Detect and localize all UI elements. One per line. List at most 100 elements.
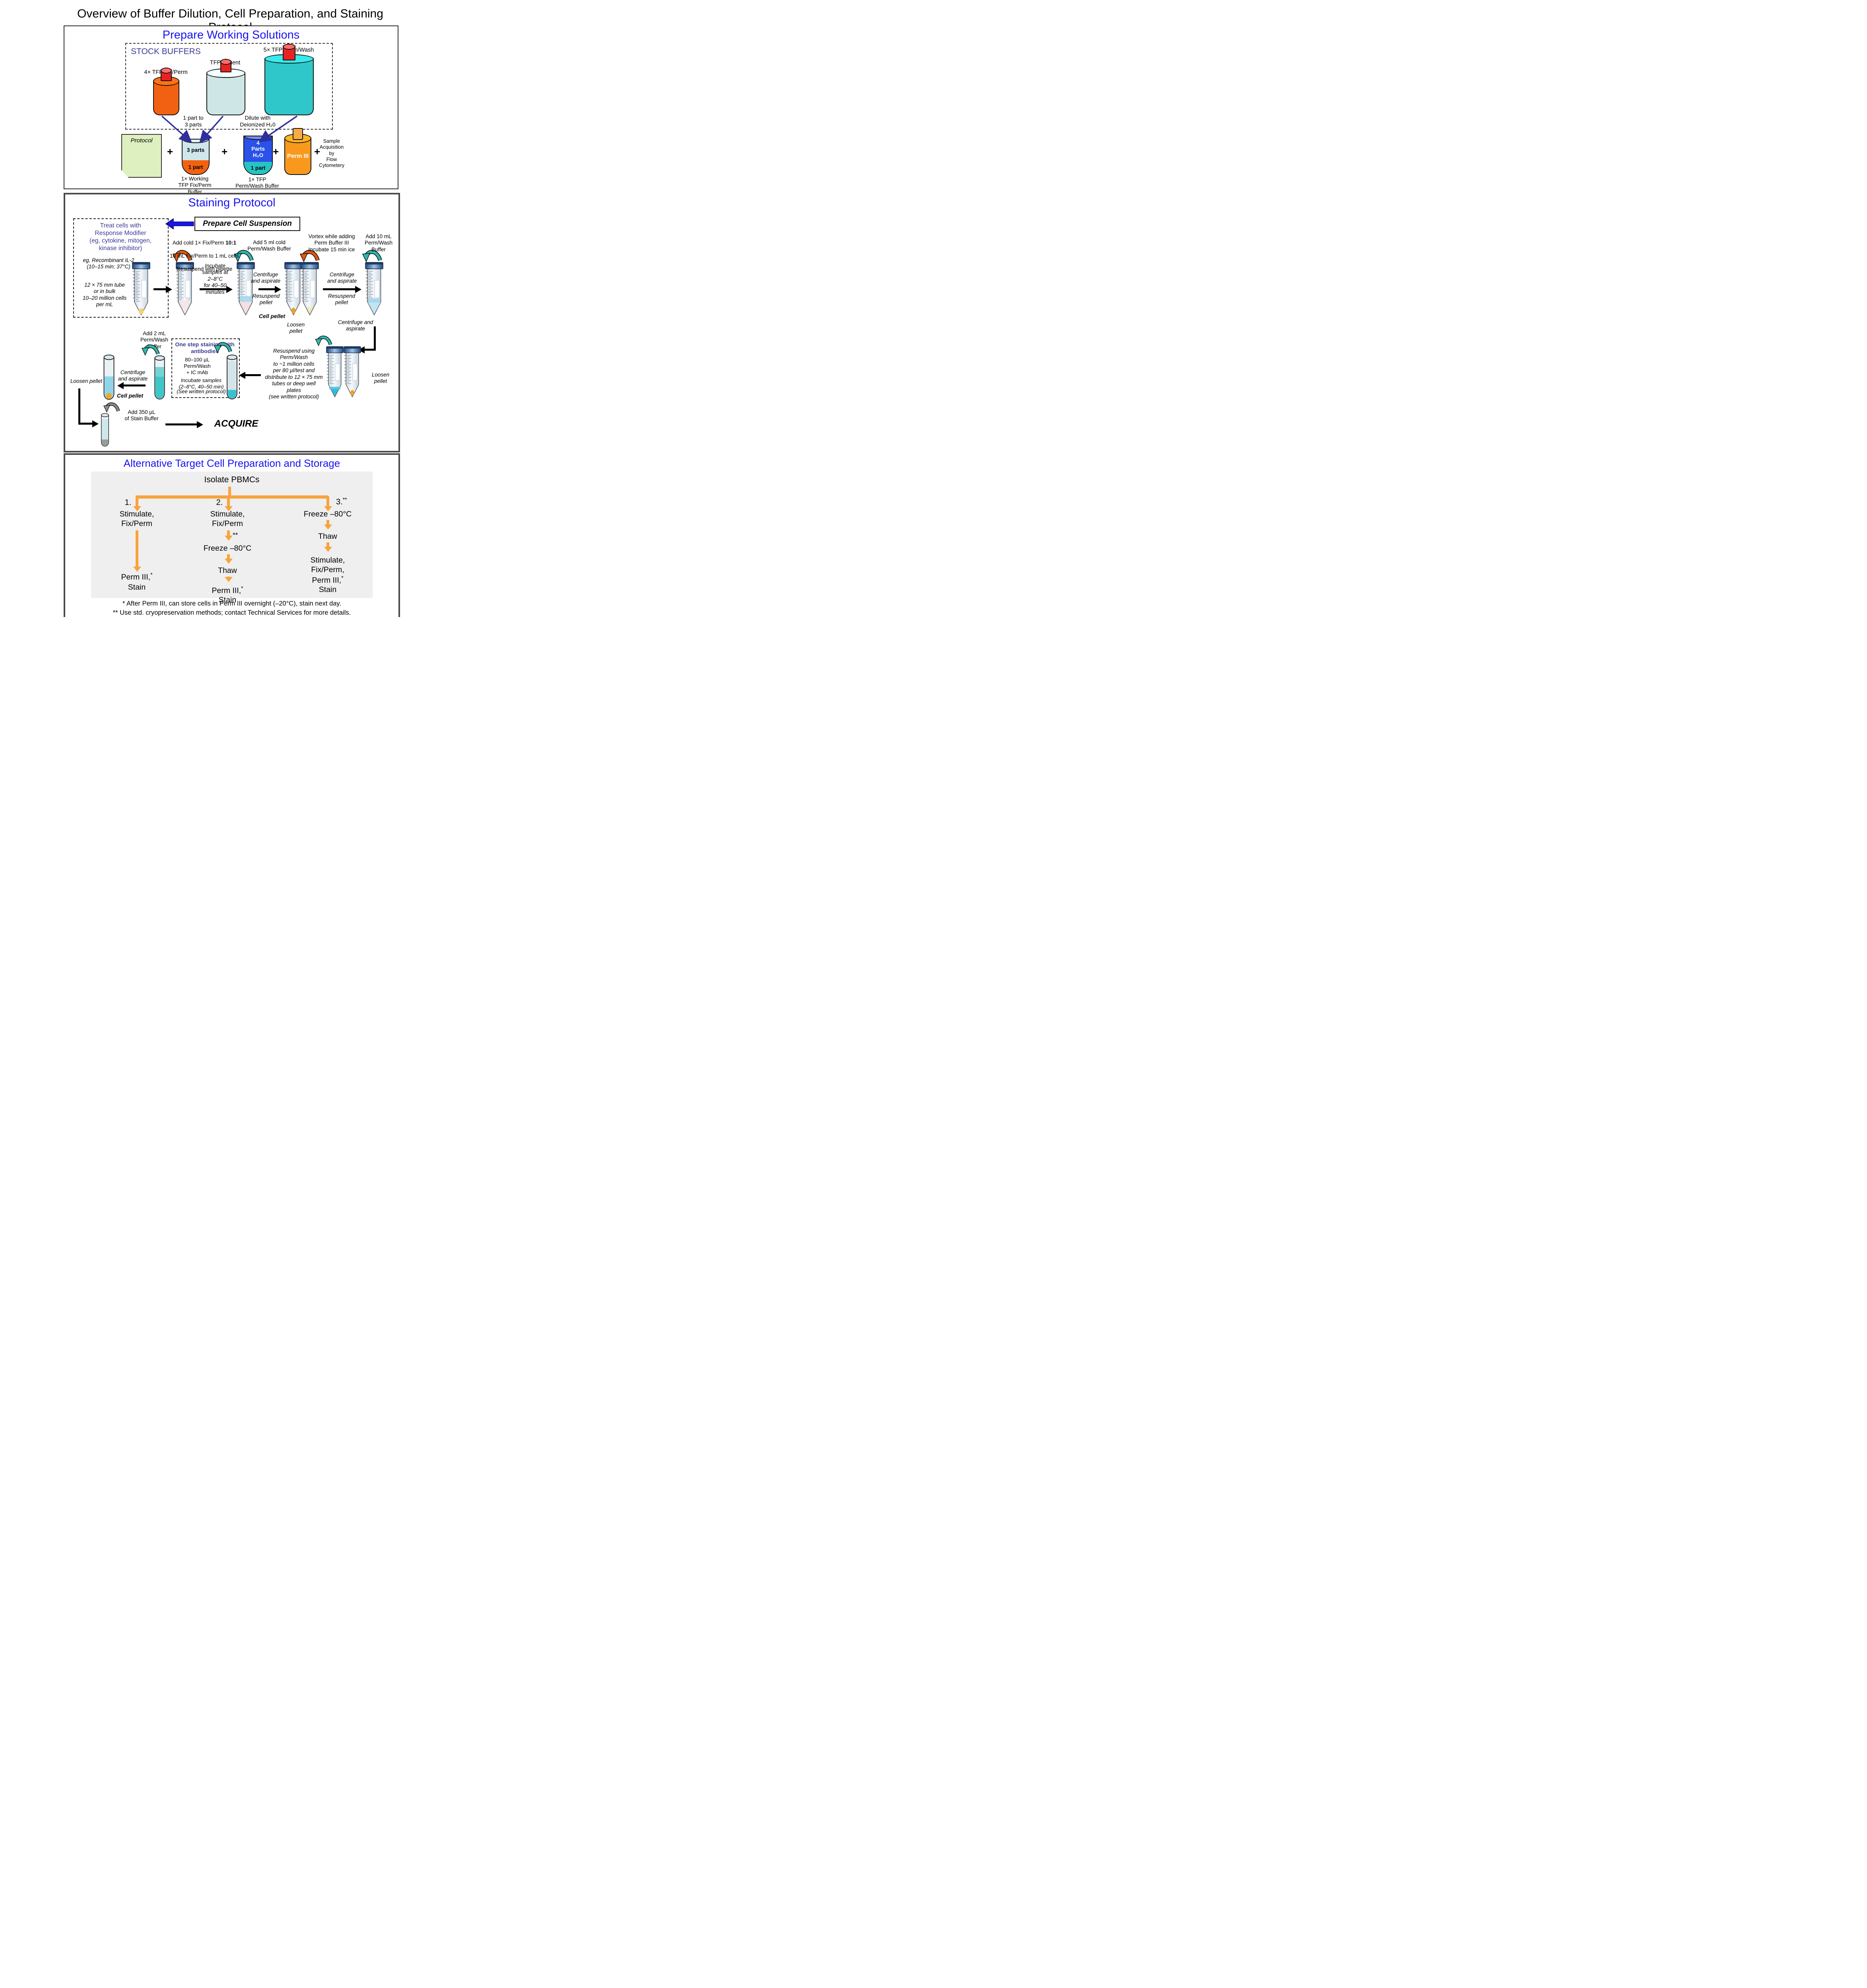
falcon-tube-wash — [363, 261, 386, 316]
resuspend-note: Resuspend pellet — [328, 293, 356, 306]
branch-arrow-1 — [136, 496, 138, 507]
col3-perm3: Perm III,* — [312, 575, 344, 585]
add-fixperm-l2: 10 mL Fix/Perm to 1 mL cells — [170, 253, 239, 259]
pour-arrow-teal-icon — [141, 344, 160, 356]
small-tube-pellet — [103, 353, 115, 404]
one-step-staining-box: One step staining with antibodies 80–100… — [171, 338, 240, 398]
footnote-1: * After Perm III, can store cells in Per… — [122, 600, 342, 607]
permwash-buffer-label: 1× TFP Perm/Wash Buffer — [235, 177, 279, 189]
stock-buffers-box: STOCK BUFFERS 4× TFP Fix/Perm TFP Diluen… — [125, 43, 333, 130]
plus-sign: + — [167, 146, 173, 157]
blue-tube-line: Parts — [251, 146, 265, 152]
small-tube-permwash — [153, 354, 166, 404]
perm3-bottle: Perm III — [284, 128, 311, 175]
bottle-cap — [283, 44, 295, 60]
col2-stimulate: Stimulate, — [210, 510, 245, 518]
falcon-tube-resusp-b — [341, 346, 363, 398]
cell-pellet-label: Cell pellet — [258, 313, 286, 319]
bottle-diluent — [206, 59, 245, 115]
col3-freeze: Freeze –80°C — [303, 510, 352, 518]
col2-fixperm: Fix/Perm — [212, 519, 243, 528]
protocol-diagram: Overview of Buffer Dilution, Cell Prepar… — [0, 0, 448, 617]
alternative-prep-box: Isolate PBMCs 1. 2. 3.** Stimulate, Fix/… — [91, 472, 373, 604]
star: * — [341, 575, 344, 581]
incubate2-note: Incubate samples (2–8°C, 40–50 min) — [179, 377, 224, 390]
falcon-tube-permwash — [234, 261, 257, 316]
panel3-title: Alternative Target Cell Preparation and … — [123, 457, 340, 469]
flow-arrow-right — [153, 288, 166, 290]
col1-stimulate: Stimulate, — [119, 510, 154, 518]
perm3-cap — [293, 128, 303, 140]
dilution-arrows — [161, 115, 297, 143]
bottle-fixperm — [153, 68, 179, 115]
add-fixperm-l3: Resuspend with pipette — [176, 266, 233, 272]
dilute-note: Dilute with Deionized H₂0 — [240, 115, 276, 128]
stock-buffers-label: STOCK BUFFERS — [131, 47, 201, 56]
see-written-note: (See written protocol) — [177, 388, 226, 394]
col1-arrow — [136, 530, 138, 567]
pour-arrow-teal-icon — [233, 250, 254, 262]
col2-perm3: Perm III,* — [212, 585, 243, 595]
panel2-title: Staining Protocol — [188, 196, 276, 209]
permwash-dilution-tube: 4 Parts H₂O 1 part — [243, 136, 273, 175]
flow-arrow-right — [165, 423, 197, 425]
add-10ml-note: Add 10 mL Perm/Wash Buffer — [364, 233, 392, 252]
ratio-note: 1 part to 3 parts — [183, 115, 204, 128]
treat-cells-label: Treat cells with Response Modifier (eg, … — [89, 222, 152, 252]
il2-note: eg, Recombinant IL-2 (10–15 min; 37°C) — [83, 257, 134, 270]
centrifuge-note: Centrifuge and aspirate — [251, 272, 281, 284]
isolate-pbmcs-label: Isolate PBMCs — [204, 475, 260, 484]
protocol-sheet-label: Protocol — [130, 137, 153, 144]
flow-arrow-left — [364, 349, 376, 351]
prepare-cell-suspension-label: Prepare Cell Suspension — [203, 219, 292, 228]
falcon-tube-fixperm — [173, 261, 196, 316]
plus-sign: + — [221, 146, 228, 157]
branch-arrow-2 — [227, 496, 230, 507]
prepare-cell-suspension-box: Prepare Cell Suspension — [194, 217, 300, 231]
incubate-note: Incubate samples at 2–8°C for 40–50 minu… — [202, 263, 228, 295]
plus-sign: + — [314, 146, 321, 157]
add-fixperm-note: Add cold 1× Fix/Perm 10:1 10 mL Fix/Perm… — [168, 233, 241, 279]
add-fixperm-ratio: 10:1 — [225, 240, 237, 246]
star: * — [150, 572, 153, 578]
loosen-pellet-label: Loosen pellet — [287, 322, 305, 334]
double-star: ** — [342, 496, 347, 503]
vortex-note: Vortex while adding Perm Buffer III Incu… — [308, 233, 355, 252]
pour-arrow-teal-icon — [315, 336, 332, 346]
acquire-label: ACQUIRE — [214, 418, 258, 429]
col2-double-star: ** — [233, 531, 238, 539]
cell-pellet-label: Cell pellet — [117, 392, 144, 399]
col2-arrow — [227, 554, 230, 559]
falcon-tube-pellet-a — [282, 261, 305, 316]
pour-arrow-teal-icon — [362, 250, 382, 262]
response-modifier-box: Treat cells with Response Modifier (eg, … — [73, 218, 169, 318]
sample-acquisition-note: Sample Acquisition by Flow Cytometery — [319, 138, 344, 168]
bottle-cap — [161, 68, 172, 81]
blue-tube-line: H₂O — [253, 152, 264, 158]
flow-line-vertical — [78, 388, 80, 423]
pour-arrow-orange-icon — [299, 250, 320, 262]
panel-working-solutions: Prepare Working Solutions STOCK BUFFERS … — [64, 25, 398, 195]
bottle-permwash — [264, 44, 314, 115]
col1-perm3: Perm III,* — [121, 572, 153, 582]
flow-arrow-right — [258, 288, 275, 290]
branch-bar — [136, 495, 328, 499]
blue-tube-1part: 1 part — [244, 162, 272, 174]
centrifuge-note: Centrifuge and aspirate — [327, 272, 357, 284]
col2-thaw: Thaw — [218, 566, 237, 575]
star: * — [241, 585, 243, 591]
col3-stimulate: Stimulate, — [310, 556, 345, 565]
loosen-pellet-label: Loosen pellet — [371, 372, 390, 384]
col2-freeze: Freeze –80°C — [203, 544, 252, 553]
loosen-pellet-label: Loosen pellet — [70, 378, 103, 384]
col3-arrow — [326, 520, 329, 525]
branch-stem — [228, 487, 231, 496]
footnote-2: ** Use std. cryopreservation methods; co… — [113, 609, 351, 616]
flow-arrow-left — [245, 374, 261, 376]
pour-arrow-orange-icon — [172, 250, 192, 262]
protocol-sheet: Protocol — [121, 134, 162, 178]
panel-staining-protocol: Staining Protocol Prepare Cell Suspensio… — [64, 193, 400, 452]
col3-stain: Stain — [319, 585, 337, 594]
col1-stain: Stain — [128, 583, 146, 592]
working-fixperm-tube: 3 parts 1 part — [182, 139, 210, 175]
